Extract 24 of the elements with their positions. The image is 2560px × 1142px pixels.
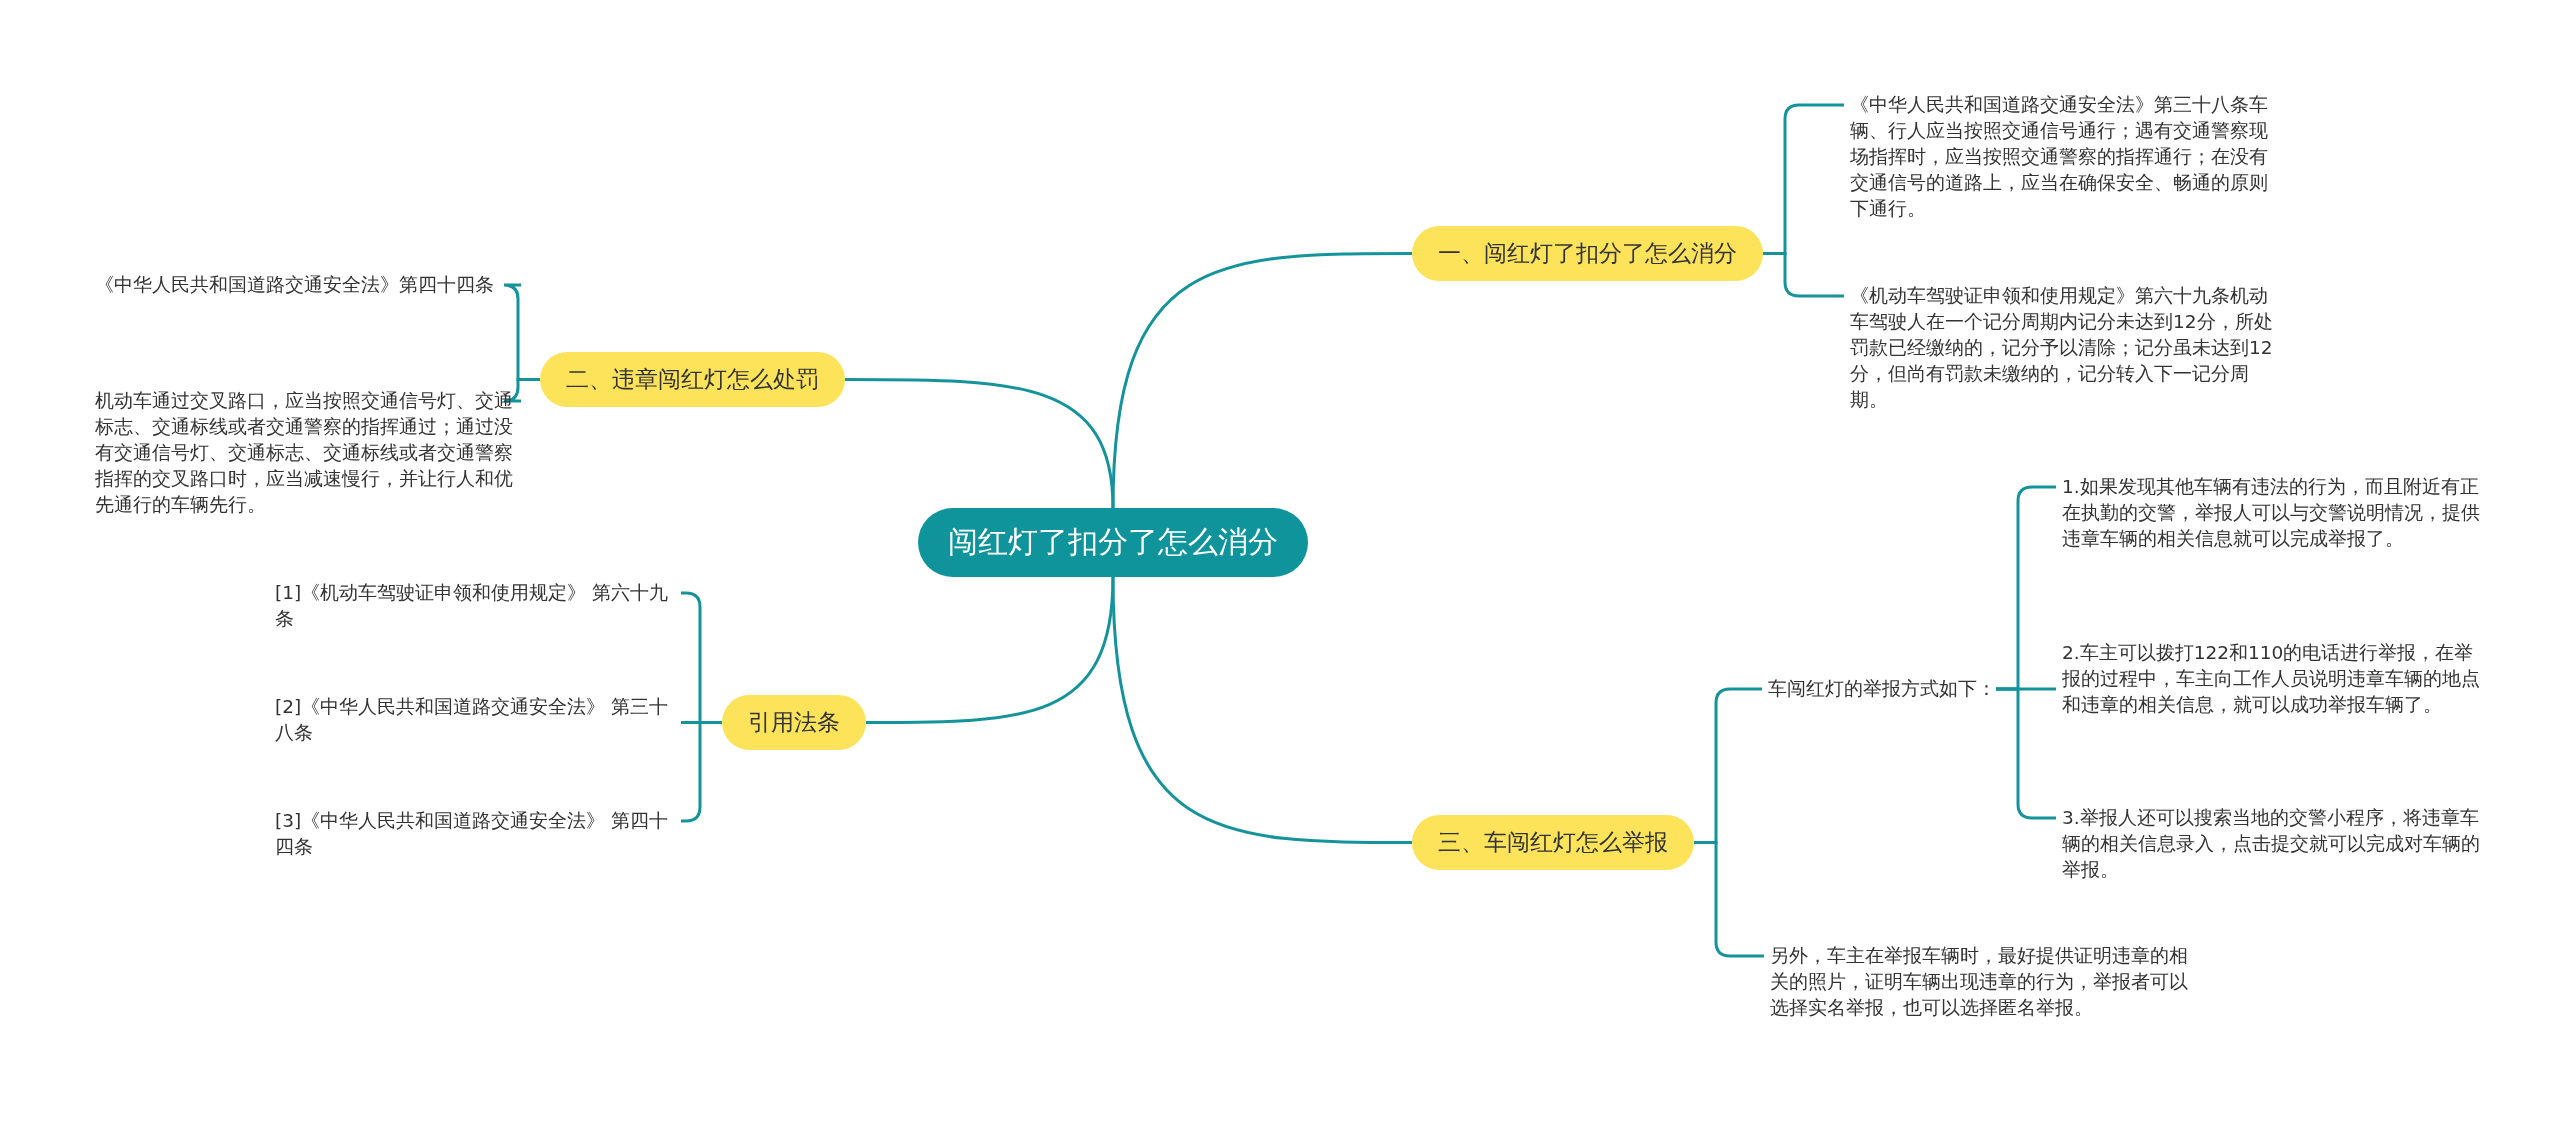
connector-line bbox=[1763, 252, 1844, 298]
note-text: 车闯红灯的举报方式如下： bbox=[1768, 676, 1996, 702]
note-text: 机动车通过交叉路口，应当按照交通信号灯、交通标志、交通标线或者交通警察的指挥通过；通过没有交通信号灯、交通标志、交通标线或者交通警察指挥的交叉路口时，应当减速慢行，并让行人和优先通行的车辆先行。 bbox=[95, 388, 515, 518]
note-text: 另外，车主在举报车辆时，最好提供证明违章的相关的照片，证明车辆出现违章的行为，举报者可以选择实名举报，也可以选择匿名举报。 bbox=[1770, 943, 2190, 1021]
topic-box: 一、闯红灯了扣分了怎么消分 bbox=[1412, 226, 1763, 281]
topic-box: 二、违章闯红灯怎么处罚 bbox=[540, 352, 845, 407]
note-text: 3.举报人还可以搜索当地的交警小程序，将违章车辆的相关信息录入，点击提交就可以完成对车辆的举报。 bbox=[2062, 805, 2482, 883]
note-text: 1.如果发现其他车辆有违法的行为，而且附近有正在执勤的交警，举报人可以与交警说明情况，提供违章车辆的相关信息就可以完成举报了。 bbox=[2062, 474, 2482, 552]
note-text: [1]《机动车驾驶证申领和使用规定》 第六十九条 bbox=[275, 580, 675, 632]
note-text: 《中华人民共和国道路交通安全法》第四十四条 bbox=[95, 272, 515, 298]
connector-line bbox=[866, 576, 1115, 724]
note-text: 《机动车驾驶证申领和使用规定》第六十九条机动车驾驶人在一个记分周期内记分未达到12分，所处罚款已经缴纳的，记分予以清除；记分虽未达到12分，但尚有罚款未缴纳的，记分转入下一记分周期。 bbox=[1850, 283, 2280, 413]
connector-line bbox=[1996, 687, 2056, 820]
note-text: 2.车主可以拨打122和110的电话进行举报，在举报的过程中，车主向工作人员说明违章车辆的地点和违章的相关信息，就可以成功举报车辆了。 bbox=[2062, 640, 2482, 718]
connector-line bbox=[845, 378, 1115, 509]
note-text: [2]《中华人民共和国道路交通安全法》 第三十八条 bbox=[275, 694, 675, 746]
note-text: [3]《中华人民共和国道路交通安全法》 第四十四条 bbox=[275, 808, 675, 860]
topic-box: 三、车闯红灯怎么举报 bbox=[1412, 815, 1694, 870]
central-topic-box: 闯红灯了扣分了怎么消分 bbox=[918, 508, 1308, 577]
connector-line bbox=[1111, 576, 1412, 844]
topic-box: 引用法条 bbox=[722, 695, 866, 750]
connector-line bbox=[1694, 841, 1764, 958]
note-text: 《中华人民共和国道路交通安全法》第三十八条车辆、行人应当按照交通信号通行；遇有交通警察现场指挥时，应当按照交通警察的指挥通行；在没有交通信号的道路上，应当在确保安全、畅通的原则下通行。 bbox=[1850, 92, 2280, 222]
connector-line bbox=[1111, 252, 1412, 509]
